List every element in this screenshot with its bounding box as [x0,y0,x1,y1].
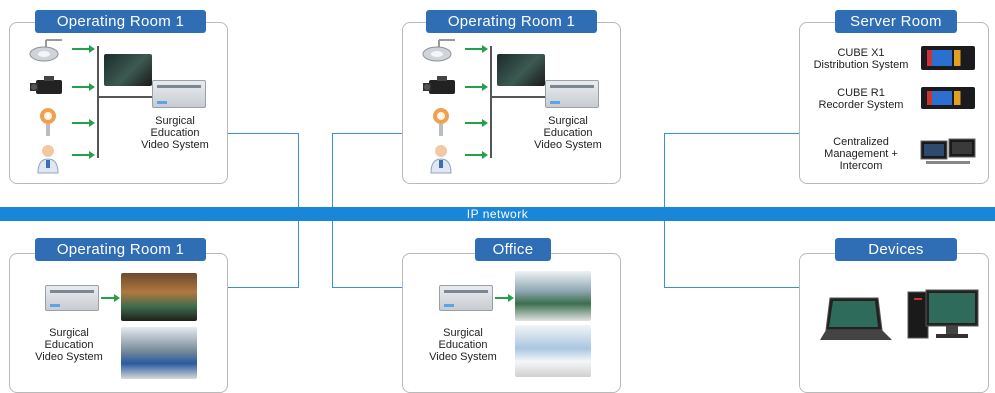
recorder-device [45,285,99,311]
input-arrow-1 [72,45,95,53]
ip-network-label: IP network [466,207,529,221]
output-arrow [101,294,120,302]
surgery-monitor-photo [104,54,152,86]
office-title: Office [475,238,551,261]
bus-to-recorder [490,96,546,98]
link-devices-horizontal [664,287,799,288]
output-arrow [495,294,514,302]
meeting-photo [121,327,197,379]
link-office-horizontal [332,287,402,288]
link-server-horizontal [664,133,799,134]
recorder-device [152,80,206,108]
link-or2-horizontal [332,133,402,134]
desktop-computer-icon [907,289,979,339]
link-or3-horizontal [228,287,299,288]
cube-r1-device [921,87,975,109]
recorder-device [545,80,599,108]
doctor-icon [37,145,59,174]
operating-room-top-middle-title: Operating Room 1 [426,10,597,33]
recorder-device [439,285,493,311]
surgery-monitor-photo [497,54,545,86]
input-arrow-3 [72,119,95,127]
dual-monitor-icon [920,138,976,164]
ip-network-band [0,207,995,221]
server-room-title: Server Room [835,10,957,33]
input-bus [97,46,99,158]
surgical-light-icon [29,39,62,62]
input-bus [490,46,492,158]
cube-x1-device [921,46,975,70]
laptop-icon [820,297,892,340]
doctor-icon [430,145,452,174]
input-arrow-2 [72,83,95,91]
classroom-photo [121,273,197,321]
centralized-management-label: Centralized Management + Intercom [824,136,898,172]
system-label-or-top-left: Surgical Education Video System [141,115,209,151]
office-meeting-photo [515,271,591,321]
input-arrow-4 [465,151,488,159]
surgical-light-icon [422,39,455,62]
input-arrow-3 [465,119,488,127]
link-or1-horizontal [228,133,299,134]
video-camera-icon [30,76,62,94]
system-label-or-bottom-left: Surgical Education Video System [35,327,103,363]
system-label-office: Surgical Education Video System [429,327,497,363]
doctors-photo [515,325,591,377]
input-arrow-1 [465,45,488,53]
endoscope-icon [433,108,449,136]
operating-room-top-left-title: Operating Room 1 [35,10,206,33]
system-label-or-top-middle: Surgical Education Video System [534,115,602,151]
cube-r1-label: CUBE R1 Recorder System [818,87,904,111]
bus-to-recorder [97,96,153,98]
video-camera-icon [423,76,455,94]
devices-title: Devices [835,238,957,261]
input-arrow-4 [72,151,95,159]
operating-room-bottom-left-title: Operating Room 1 [35,238,206,261]
input-arrow-2 [465,83,488,91]
endoscope-icon [40,108,56,136]
cube-x1-label: CUBE X1 Distribution System [813,47,909,71]
